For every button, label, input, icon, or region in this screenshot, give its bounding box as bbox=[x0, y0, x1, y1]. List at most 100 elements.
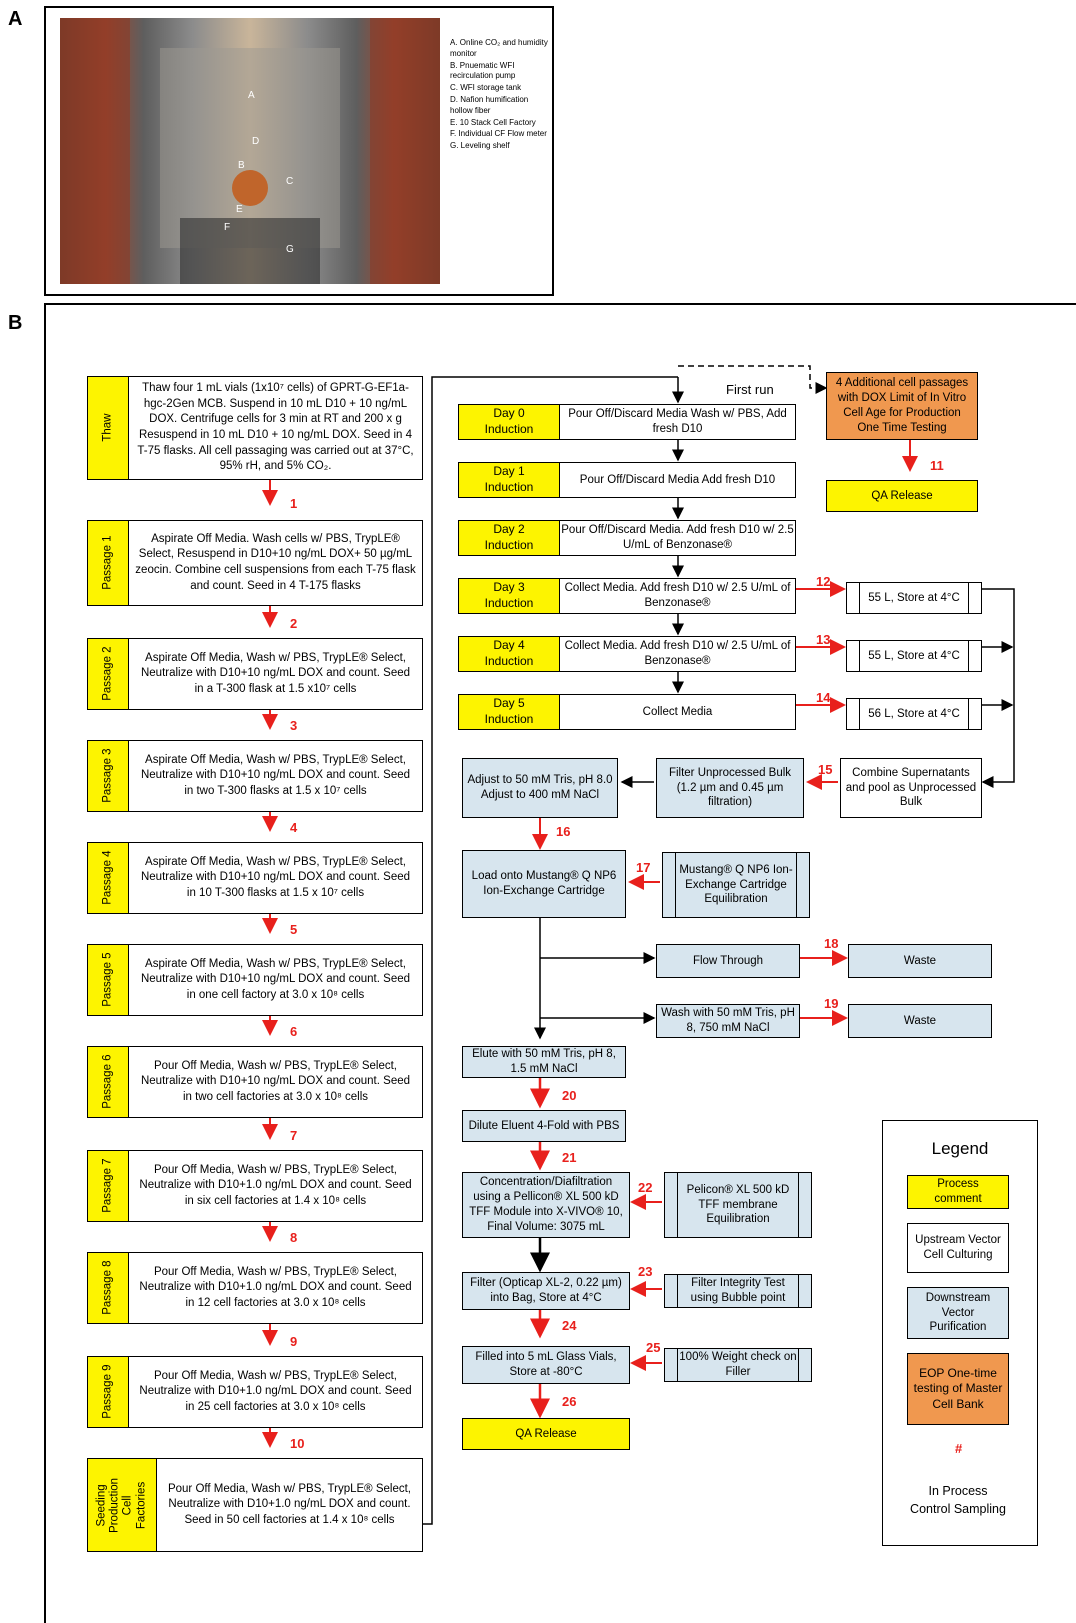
photo-legend-item: C. WFI storage tank bbox=[450, 83, 522, 93]
upstream-step-passage-5: Passage 5 Aspirate Off Media, Wash w/ PB… bbox=[87, 944, 423, 1016]
ipc-number: 26 bbox=[562, 1394, 577, 1409]
photo-legend-item: D. Nafion humification hollow fiber bbox=[450, 94, 529, 115]
qa-release-top: QA Release bbox=[826, 480, 978, 512]
legend: Legend Process comment Upstream Vector C… bbox=[882, 1120, 1038, 1546]
upstream-step-passage-6: Passage 6 Pour Off Media, Wash w/ PBS, T… bbox=[87, 1046, 423, 1118]
induction-label: Induction bbox=[484, 654, 534, 668]
step-label: Passage 2 bbox=[101, 646, 114, 702]
photo-legend: A. Online CO₂ and humidity monitor B. Pn… bbox=[450, 38, 550, 152]
step-text: Pour Off Media, Wash w/ PBS, TrypLE® Sel… bbox=[139, 1163, 412, 1207]
step-text: Aspirate Off Media, Wash w/ PBS, TrypLE®… bbox=[140, 753, 411, 797]
facility-photo: A B C D E F G bbox=[60, 18, 440, 284]
waste-box-1: Waste bbox=[848, 944, 992, 978]
day-text: Collect Media. Add fresh D10 w/ 2.5 U/mL… bbox=[560, 579, 795, 613]
ipc-number: 18 bbox=[824, 936, 839, 951]
ipc-number: 17 bbox=[636, 860, 651, 875]
waste-box-2: Waste bbox=[848, 1004, 992, 1038]
day-label: Day 0 bbox=[493, 406, 525, 421]
step-text: Pour Off Media, Wash w/ PBS, TrypLE® Sel… bbox=[167, 1482, 412, 1526]
day-text: Collect Media bbox=[560, 695, 795, 729]
induction-label: Induction bbox=[484, 712, 534, 726]
step-text: Aspirate Off Media, Wash w/ PBS, TrypLE®… bbox=[140, 855, 411, 899]
step-text: Aspirate Off Media, Wash w/ PBS, TrypLE®… bbox=[140, 651, 411, 695]
ipc-number: 23 bbox=[638, 1264, 653, 1279]
day-label: Day 3 bbox=[493, 580, 525, 595]
photo-legend-item: G. Leveling shelf bbox=[450, 141, 510, 151]
ipc-number: 6 bbox=[290, 1024, 298, 1039]
upstream-step-passage-2: Passage 2 Aspirate Off Media, Wash w/ PB… bbox=[87, 638, 423, 710]
ipc-number: 24 bbox=[562, 1318, 577, 1333]
photo-legend-item: E. 10 Stack Cell Factory bbox=[450, 117, 536, 127]
legend-downstream: Downstream Vector Purification bbox=[907, 1287, 1009, 1339]
day-label: Day 5 bbox=[493, 696, 525, 711]
upstream-step-passage-3: Passage 3 Aspirate Off Media, Wash w/ PB… bbox=[87, 740, 423, 812]
qa-release-bottom: QA Release bbox=[462, 1418, 630, 1450]
dilute-box: Dilute Eluent 4-Fold with PBS bbox=[462, 1110, 626, 1142]
ipc-number: 20 bbox=[562, 1088, 577, 1103]
upstream-step-passage-1: Passage 1 Aspirate Off Media. Wash cells… bbox=[87, 520, 423, 606]
day-text: Pour Off/Discard Media Wash w/ PBS, Add … bbox=[560, 405, 795, 439]
step-label: Seeding Production Cell Factories bbox=[95, 1477, 148, 1533]
ipc-number: 8 bbox=[290, 1230, 298, 1245]
upstream-step-passage-7: Passage 7 Pour Off Media, Wash w/ PBS, T… bbox=[87, 1150, 423, 1222]
photo-label-a: A bbox=[248, 90, 255, 101]
integrity-test-text: Filter Integrity Test using Bubble point bbox=[690, 1277, 786, 1304]
induction-label: Induction bbox=[484, 480, 534, 494]
step-text: Pour Off Media, Wash w/ PBS, TrypLE® Sel… bbox=[139, 1265, 412, 1309]
store-box-day4: 55 L, Store at 4°C bbox=[846, 640, 982, 672]
step-label: Passage 5 bbox=[101, 952, 114, 1008]
upstream-step-passage-9: Passage 9 Pour Off Media, Wash w/ PBS, T… bbox=[87, 1356, 423, 1428]
step-label: Passage 9 bbox=[101, 1364, 114, 1420]
load-box: Load onto Mustang® Q NP6 Ion-Exchange Ca… bbox=[462, 850, 626, 918]
pellicon-equilibration-text: Pelicon® XL 500 kD TFF membrane Equilibr… bbox=[686, 1183, 790, 1226]
photo-label-f: F bbox=[224, 222, 231, 233]
step-text: Pour Off Media, Wash w/ PBS, TrypLE® Sel… bbox=[139, 1369, 412, 1413]
ipc-number: 21 bbox=[562, 1150, 577, 1165]
step-label: Passage 8 bbox=[101, 1260, 114, 1316]
photo-legend-item: F. Individual CF Flow meter bbox=[450, 129, 547, 139]
upstream-step-passage-4: Passage 4 Aspirate Off Media, Wash w/ PB… bbox=[87, 842, 423, 914]
store-box-day5: 56 L, Store at 4°C bbox=[846, 698, 982, 730]
ipc-number: 13 bbox=[816, 632, 831, 647]
induction-label: Induction bbox=[484, 538, 534, 552]
day-label: Day 4 bbox=[493, 638, 525, 653]
ipc-number: 2 bbox=[290, 616, 298, 631]
induction-label: Induction bbox=[484, 596, 534, 610]
induction-label: Induction bbox=[484, 422, 534, 436]
ipc-number: 9 bbox=[290, 1334, 298, 1349]
ipc-number: 4 bbox=[290, 820, 298, 835]
step-text: Aspirate Off Media. Wash cells w/ PBS, T… bbox=[135, 532, 416, 592]
day-text: Pour Off/Discard Media Add fresh D10 bbox=[560, 463, 795, 497]
legend-ipc: In Process Control Sampling bbox=[910, 1484, 1006, 1516]
upstream-step-passage-8: Passage 8 Pour Off Media, Wash w/ PBS, T… bbox=[87, 1252, 423, 1324]
ipc-number: 3 bbox=[290, 718, 298, 733]
step-text: Aspirate Off Media, Wash w/ PBS, TrypLE®… bbox=[140, 957, 411, 1001]
filled-box: Filled into 5 mL Glass Vials, Store at -… bbox=[462, 1346, 630, 1384]
step-label: Thaw bbox=[101, 413, 114, 443]
wash-box: Wash with 50 mM Tris, pH 8, 750 mM NaCl bbox=[656, 1004, 800, 1038]
pellicon-equilibration-box: Pelicon® XL 500 kD TFF membrane Equilibr… bbox=[664, 1172, 812, 1238]
step-label: Passage 7 bbox=[101, 1158, 114, 1214]
panel-label-b: B bbox=[8, 312, 23, 334]
step-label: Passage 6 bbox=[101, 1054, 114, 1110]
photo-legend-item: A. Online CO₂ and humidity monitor bbox=[450, 38, 548, 58]
mustang-equilibration-box: Mustang® Q NP6 Ion-Exchange Cartridge Eq… bbox=[662, 852, 810, 918]
filter-unprocessed-box: Filter Unprocessed Bulk (1.2 µm and 0.45… bbox=[656, 758, 804, 818]
filter-bag-box: Filter (Opticap XL-2, 0.22 µm) into Bag,… bbox=[462, 1272, 630, 1310]
integrity-test-box: Filter Integrity Test using Bubble point bbox=[664, 1274, 812, 1308]
ipc-number: 19 bbox=[824, 996, 839, 1011]
photo-annotations bbox=[60, 18, 440, 284]
ipc-number: 16 bbox=[556, 824, 571, 839]
ipc-number: 14 bbox=[816, 690, 831, 705]
legend-hash: # bbox=[955, 1441, 963, 1456]
legend-upstream: Upstream Vector Cell Culturing bbox=[907, 1223, 1009, 1273]
legend-process-comment: Process comment bbox=[907, 1175, 1009, 1209]
panel-b-frame bbox=[44, 303, 1076, 1623]
elute-box: Elute with 50 mM Tris, pH 8, 1.5 mM NaCl bbox=[462, 1046, 626, 1078]
ipc-number: 25 bbox=[646, 1340, 661, 1355]
eop-box: 4 Additional cell passages with DOX Limi… bbox=[826, 372, 978, 440]
